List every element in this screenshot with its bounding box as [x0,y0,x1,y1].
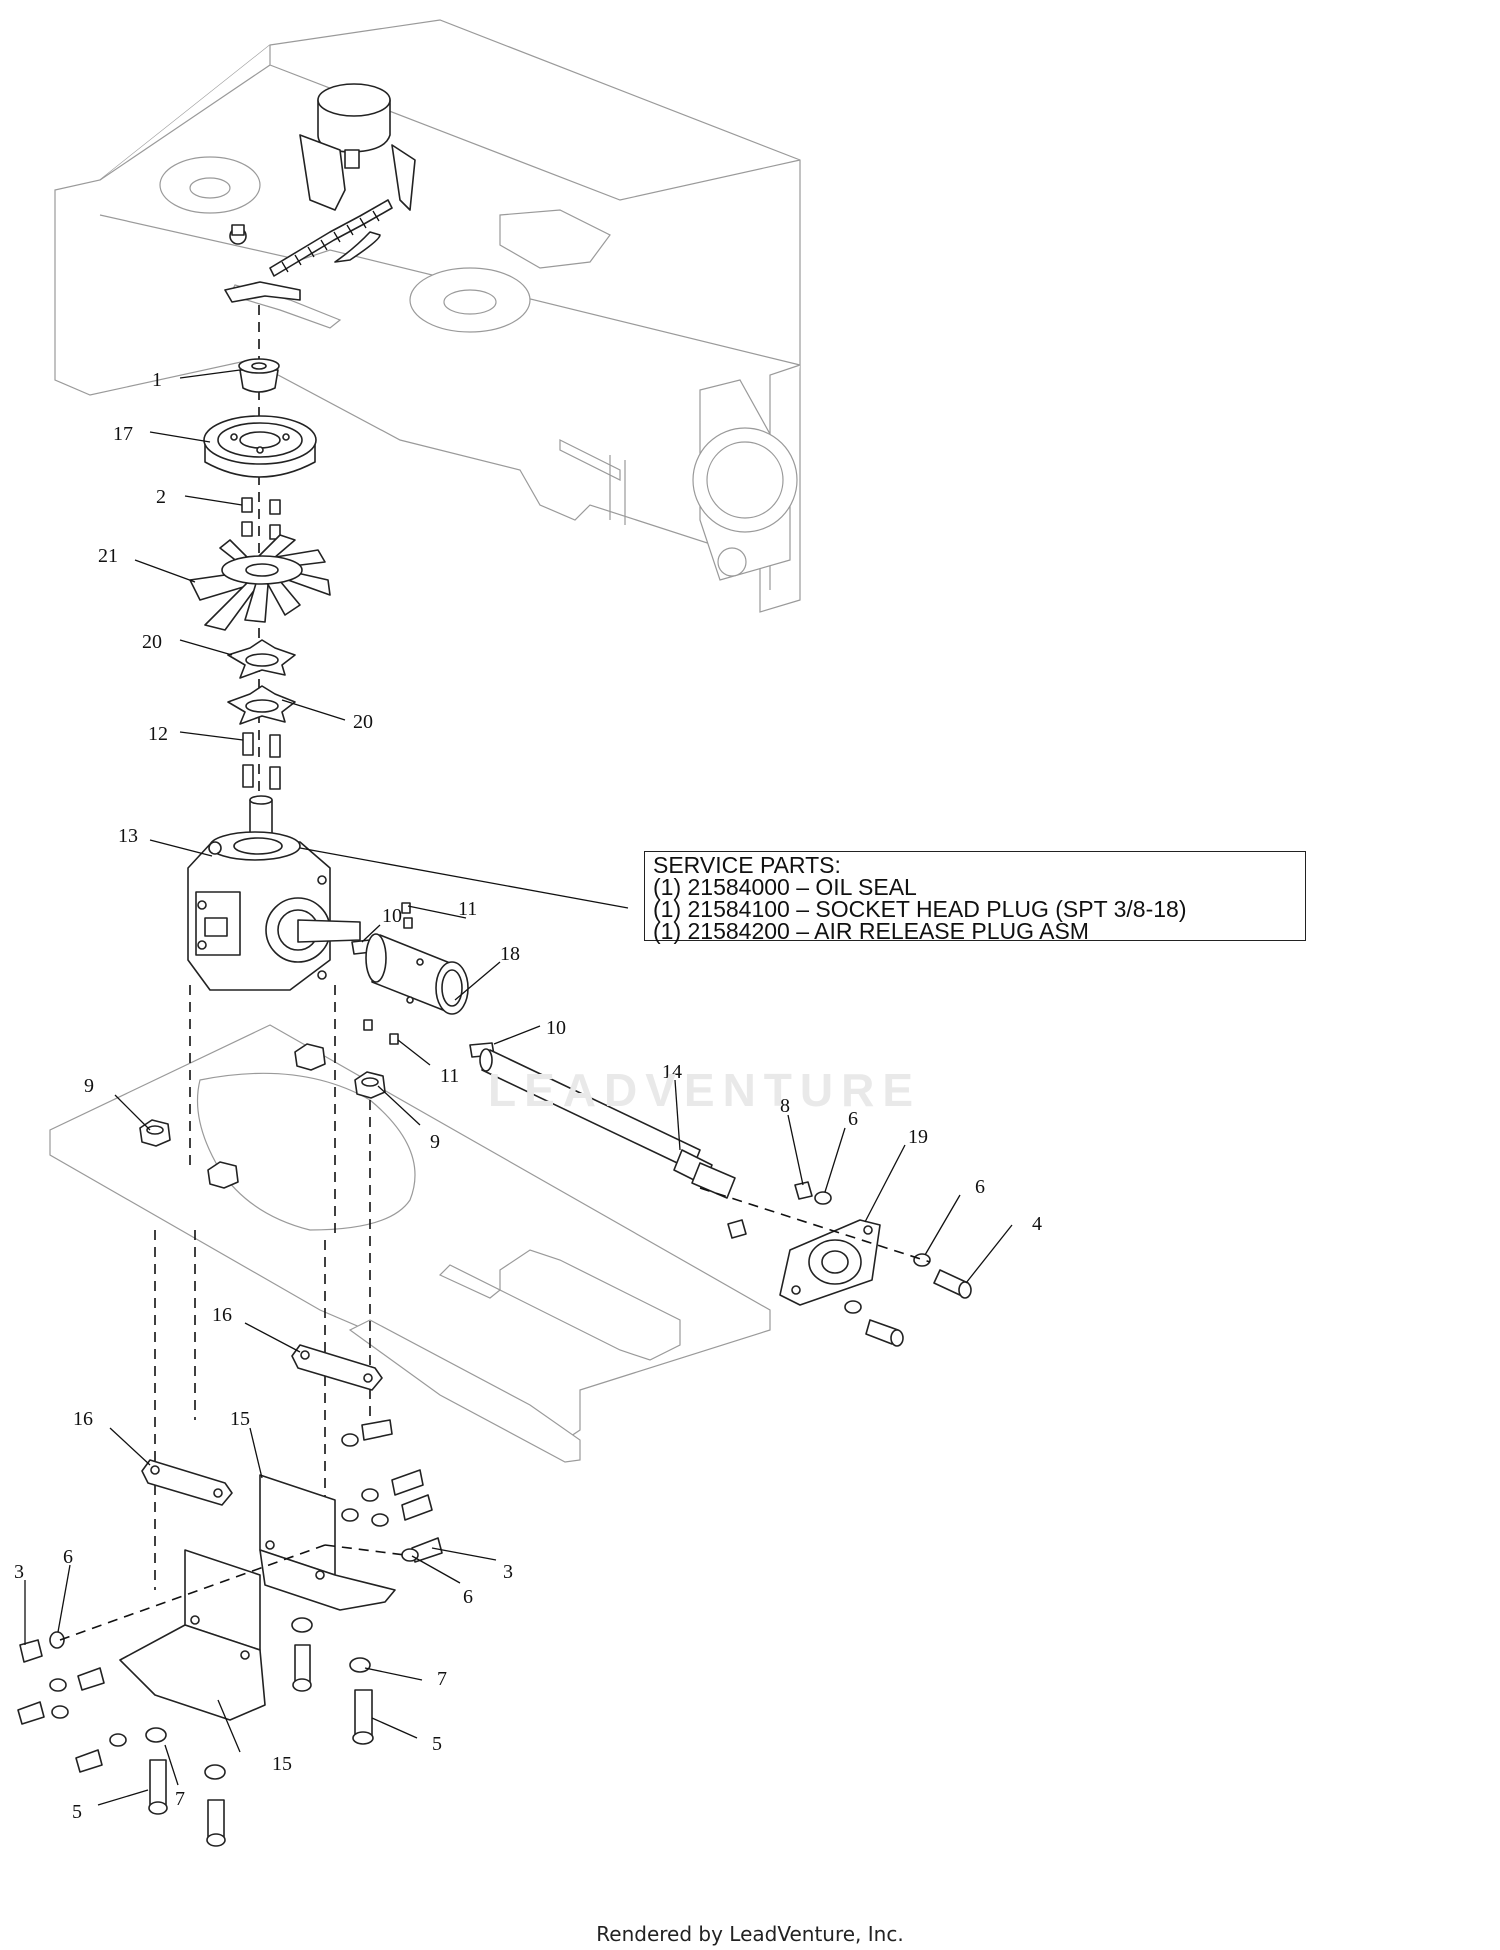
part-14-shaft [479,1048,736,1199]
part-2-studs [241,497,281,540]
service-part-line: (1) 21584200 – AIR RELEASE PLUG ASM [653,918,1089,944]
tension-spring [269,199,393,277]
callout-18: 18 [500,943,520,965]
callout-11-b: 11 [440,1065,459,1087]
callout-5-a: 5 [432,1733,442,1755]
part-9-nuts [139,1043,386,1189]
callout-14: 14 [662,1061,682,1083]
callout-11-a: 11 [458,898,477,920]
callout-10-b: 10 [546,1017,566,1039]
callout-6-c: 6 [463,1586,473,1608]
service-parts-box: SERVICE PARTS: (1) 21584000 – OIL SEAL (… [644,851,1306,944]
part-19-bearing [779,1219,881,1306]
horizontal-dash-lines [59,1544,406,1641]
callout-20-a: 20 [142,631,162,653]
callout-16-a: 16 [212,1304,232,1326]
callout-2: 2 [156,486,166,508]
callout-6-d: 6 [63,1546,73,1568]
service-part-line: (1) 21584100 – SOCKET HEAD PLUG (SPT 3/8… [653,896,1187,922]
callout-8: 8 [780,1095,790,1117]
callout-7-a: 7 [437,1668,447,1690]
callout-6-a: 6 [848,1108,858,1130]
callout-15-b: 15 [272,1753,292,1775]
part-21-fan [189,534,331,631]
callout-3-a: 3 [503,1561,513,1583]
bearing-axis-line [699,1187,931,1263]
lower-hardware [17,1419,443,1847]
callout-12: 12 [148,723,168,745]
callout-21: 21 [98,545,118,567]
callout-9-a: 9 [84,1075,94,1097]
bearing-hardware [727,1181,972,1347]
part-20-plates [227,639,296,725]
part-1-hub [238,358,280,393]
footer-credit: Rendered by LeadVenture, Inc. [596,1922,904,1946]
callout-7-b: 7 [175,1788,185,1810]
callout-16-b: 16 [73,1408,93,1430]
callout-15-a: 15 [230,1408,250,1430]
part-13-gearbox [187,795,361,991]
callout-13: 13 [118,825,138,847]
callout-6-b: 6 [975,1176,985,1198]
callout-17: 17 [113,423,133,445]
part-11-setscrews [363,902,413,1045]
upper-frame [54,19,801,613]
service-part-line: (1) 21584000 – OIL SEAL [653,874,917,900]
service-parts-heading: SERVICE PARTS: [653,852,841,878]
callout-20-b: 20 [353,711,373,733]
actuator-motor [299,83,416,211]
leader-lines [24,369,1013,1806]
callout-3-b: 3 [14,1561,24,1583]
callout-9-b: 9 [430,1131,440,1153]
idler-arm [224,224,301,303]
part-18-coupler [365,933,469,1015]
callout-numbers: 1 17 2 21 20 20 12 13 10 11 18 10 11 14 … [14,369,1042,1823]
callout-1: 1 [152,369,162,391]
part-12-bolts [242,732,281,790]
lower-plate [49,1024,771,1463]
callout-10-a: 10 [382,905,402,927]
watermark: LEADVENTURE [488,1064,922,1116]
part-17-pulley [203,415,317,478]
callout-4: 4 [1032,1213,1042,1235]
callout-5-b: 5 [72,1801,82,1823]
callout-19: 19 [908,1126,928,1148]
part-16-straps [141,1344,383,1506]
